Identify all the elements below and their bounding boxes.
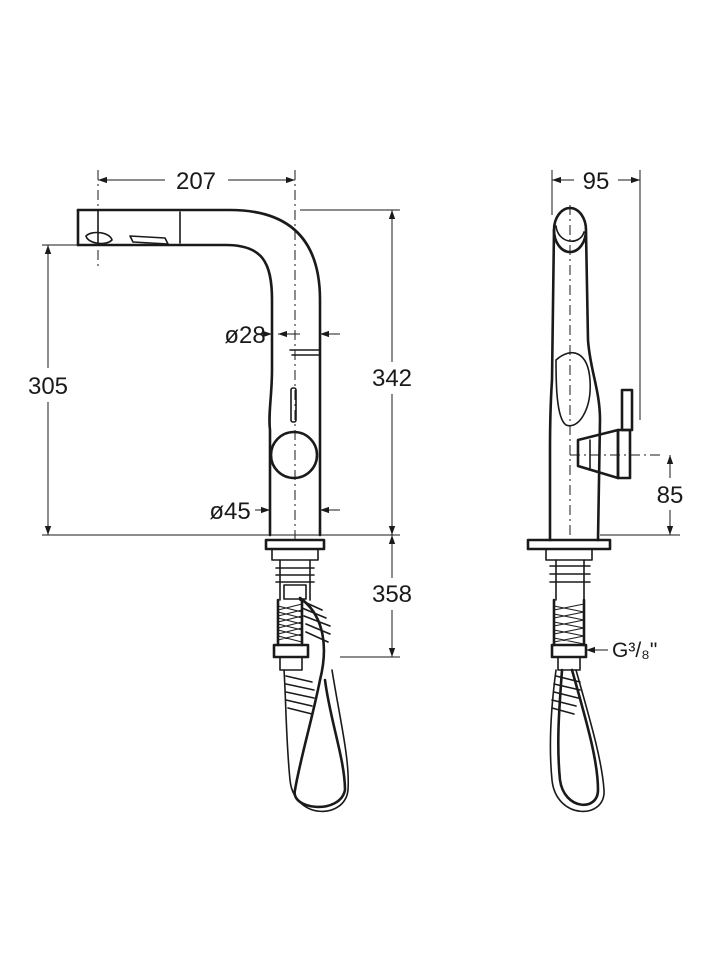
front-view: 207 305 342 ø28 ø45 (28, 168, 412, 813)
side-view: 95 85 G³/₈" (526, 168, 684, 813)
front-lower-diameter-dimension: ø45 (209, 498, 340, 525)
front-upper-diameter-label: ø28 (224, 322, 265, 349)
side-thread-label: G³/₈" (612, 639, 657, 662)
side-faucet-body (526, 206, 634, 813)
side-lever-height-dimension: 85 (600, 455, 684, 536)
front-total-height-label: 342 (372, 365, 412, 392)
front-total-height-dimension: 342 (300, 209, 412, 535)
front-spout-height-dimension: 305 (28, 244, 84, 535)
front-upper-diameter-dimension: ø28 (224, 322, 340, 349)
front-reach-label: 207 (176, 168, 216, 195)
side-lever-height-label: 85 (657, 482, 684, 509)
front-lower-diameter-label: ø45 (209, 498, 250, 525)
front-hose-length-label: 358 (372, 581, 412, 608)
side-width-label: 95 (583, 168, 610, 195)
front-hose-length-dimension: 358 (340, 535, 412, 658)
side-width-dimension: 95 (551, 168, 641, 420)
side-thread-callout: G³/₈" (586, 639, 657, 662)
front-reach-dimension: 207 (98, 168, 295, 195)
front-spout-height-label: 305 (28, 373, 68, 400)
